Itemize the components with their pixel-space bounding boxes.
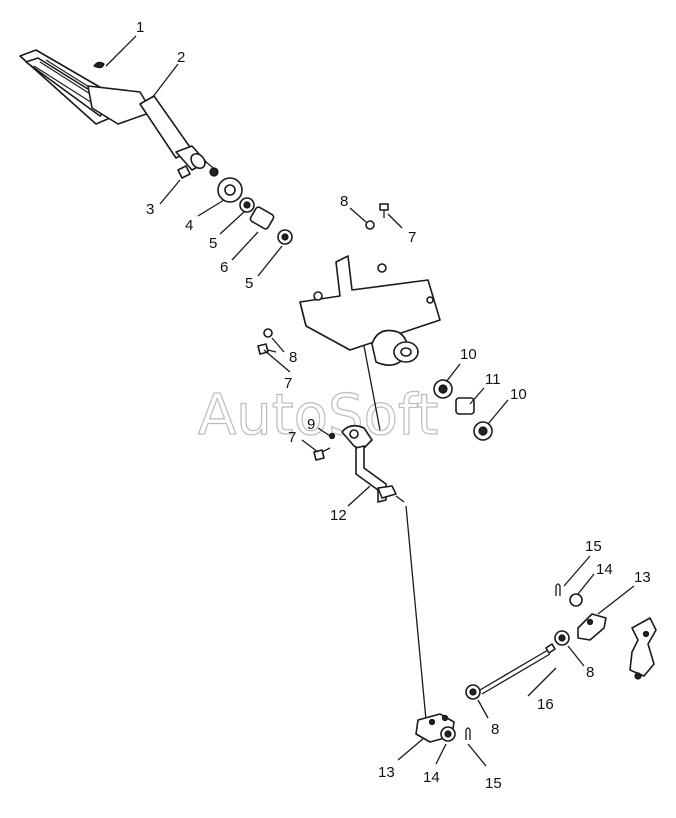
callout-7: 7 bbox=[284, 375, 292, 392]
callout-6: 6 bbox=[220, 259, 228, 276]
callout-8: 8 bbox=[289, 349, 297, 366]
callout-9: 9 bbox=[307, 416, 315, 433]
callout-13: 13 bbox=[634, 569, 651, 586]
callout-12: 12 bbox=[330, 507, 347, 524]
callout-8: 8 bbox=[340, 193, 348, 210]
callout-11: 11 bbox=[485, 371, 501, 388]
callout-10: 10 bbox=[460, 346, 477, 363]
roller-stack bbox=[433, 379, 493, 441]
leader-lines bbox=[105, 35, 635, 767]
bushing-stack bbox=[177, 165, 293, 245]
callout-7: 7 bbox=[288, 429, 296, 446]
callout-8: 8 bbox=[586, 664, 594, 681]
pedal-assembly bbox=[19, 49, 219, 173]
callout-5: 5 bbox=[209, 235, 217, 252]
callout-3: 3 bbox=[146, 201, 154, 218]
callout-14: 14 bbox=[423, 769, 440, 786]
bracket-plate bbox=[299, 255, 441, 431]
bent-lever bbox=[341, 424, 405, 503]
plate-fasteners bbox=[257, 203, 389, 461]
callout-15: 15 bbox=[485, 775, 502, 792]
callout-13: 13 bbox=[378, 764, 395, 781]
callout-10: 10 bbox=[510, 386, 527, 403]
lower-linkage bbox=[415, 583, 657, 743]
callout-5: 5 bbox=[245, 275, 253, 292]
callout-2: 2 bbox=[177, 49, 185, 66]
callout-8: 8 bbox=[491, 721, 499, 738]
callout-1: 1 bbox=[136, 19, 144, 36]
callout-16: 16 bbox=[537, 696, 554, 713]
callout-labels: 1 2 3 4 5 6 5 8 7 8 7 10 11 10 9 7 12 15… bbox=[136, 19, 651, 792]
callout-4: 4 bbox=[185, 217, 193, 234]
control-rod bbox=[405, 505, 427, 721]
watermark: AutoSoft bbox=[198, 383, 439, 448]
callout-14: 14 bbox=[596, 561, 613, 578]
callout-7: 7 bbox=[408, 229, 416, 246]
callout-15: 15 bbox=[585, 538, 602, 555]
